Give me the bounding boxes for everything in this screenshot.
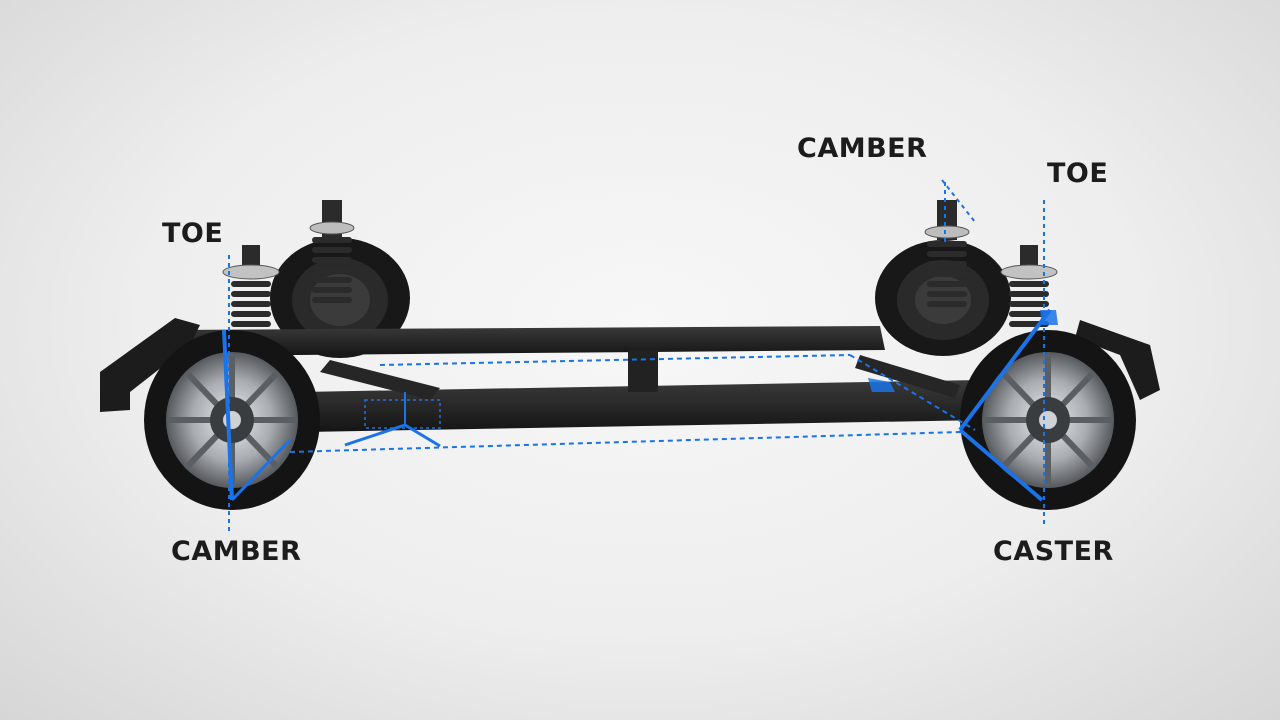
rear-far-spring bbox=[309, 200, 355, 303]
camber-bottom-label: CAMBER bbox=[171, 536, 302, 567]
camber-left-line bbox=[222, 329, 234, 501]
upper-reference-line bbox=[379, 354, 851, 366]
alignment-overlay bbox=[222, 179, 1058, 532]
center-reference-line bbox=[289, 431, 961, 453]
front-far-spring bbox=[924, 200, 970, 307]
camber-top-label: CAMBER bbox=[797, 133, 928, 164]
front-hub-marker bbox=[868, 378, 895, 392]
toe-left-label: TOE bbox=[162, 218, 224, 249]
camber-top-guide bbox=[941, 179, 976, 223]
chassis-frame bbox=[100, 318, 1160, 432]
caster-lower-line bbox=[958, 428, 1044, 502]
front-near-wheel bbox=[960, 330, 1136, 510]
rear-near-wheel bbox=[144, 330, 320, 510]
rear-axle-box bbox=[364, 399, 441, 429]
caster-label: CASTER bbox=[993, 536, 1114, 567]
toe-right-label: TOE bbox=[1047, 158, 1109, 189]
caster-line bbox=[958, 308, 1052, 432]
rear-near-spring bbox=[222, 245, 280, 327]
camber-left-arm bbox=[230, 438, 292, 502]
front-far-wheel bbox=[875, 240, 1011, 356]
